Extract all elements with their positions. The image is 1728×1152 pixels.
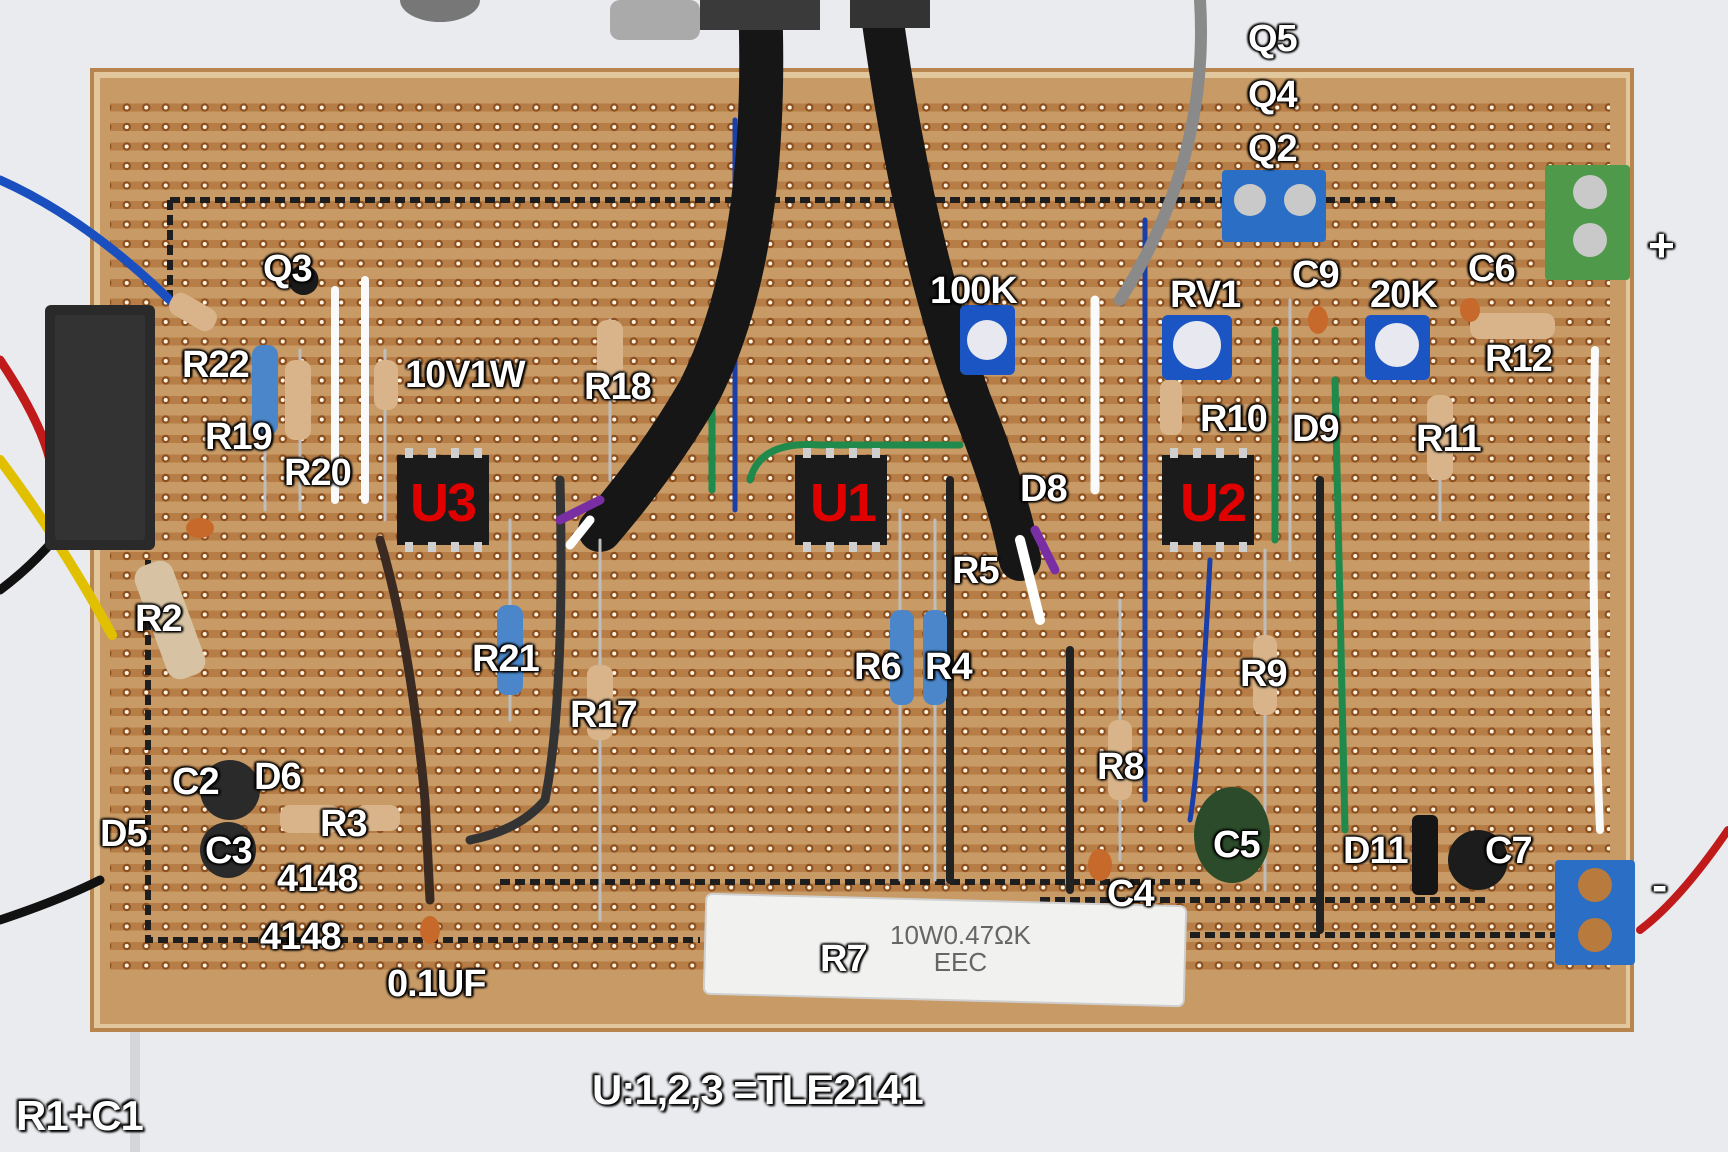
label-r7: R7 <box>820 938 868 980</box>
label-20k: 20K <box>1370 274 1438 316</box>
label-r6: R6 <box>854 646 902 688</box>
ic-chips <box>397 448 1254 552</box>
label-d11: D11 <box>1343 830 1409 872</box>
label-q3: Q3 <box>263 248 313 290</box>
label-plus: + <box>1648 219 1675 271</box>
ic-label-u1: U1 <box>810 473 877 533</box>
label-r17: R17 <box>570 694 638 736</box>
r7-marking: 10W0.47ΩK EEC <box>890 920 1031 978</box>
label-r12: R12 <box>1485 338 1553 380</box>
label-c4: C4 <box>1107 873 1155 915</box>
label-r4: R4 <box>925 646 973 688</box>
label-r11: R11 <box>1416 418 1482 460</box>
cables <box>555 0 1060 625</box>
label-4148-b: 4148 <box>260 916 342 958</box>
ic-label-u3: U3 <box>410 473 477 533</box>
label-c6: C6 <box>1468 248 1516 290</box>
label-r18: R18 <box>584 366 652 408</box>
r7-power-resistor <box>702 892 1188 1008</box>
jumper-wires <box>0 0 1728 934</box>
label-r2: R2 <box>135 598 183 640</box>
label-r3: R3 <box>320 803 368 845</box>
terminal-blocks <box>1222 165 1635 965</box>
label-d6: D6 <box>254 756 302 798</box>
label-r9: R9 <box>1240 653 1288 695</box>
label-r22: R22 <box>182 344 250 386</box>
label-100k: 100K <box>930 270 1018 312</box>
r1-c1-note: R1+C1 <box>16 1092 144 1139</box>
solder-traces <box>145 197 1560 943</box>
potentiometer-knobs <box>400 0 930 40</box>
label-r21: R21 <box>472 638 540 680</box>
label-d9: D9 <box>1292 408 1340 450</box>
label-r5: R5 <box>952 550 1000 592</box>
label-q5: Q5 <box>1248 18 1298 60</box>
r7-marking-line1: 10W0.47ΩK <box>890 920 1031 950</box>
label-q4: Q4 <box>1248 74 1298 116</box>
ic-label-u2: U2 <box>1180 473 1247 533</box>
label-c5: C5 <box>1213 824 1261 866</box>
label-minus: - <box>1652 859 1667 911</box>
label-r8: R8 <box>1097 746 1145 788</box>
trimmer-pots <box>960 305 1430 380</box>
label-r20: R20 <box>284 452 352 494</box>
label-q2: Q2 <box>1248 128 1298 170</box>
label-c2: C2 <box>172 761 220 803</box>
capacitors-transistors <box>186 265 1508 944</box>
label-c7: C7 <box>1485 830 1533 872</box>
label-c3: C3 <box>205 830 253 872</box>
label-rv1: RV1 <box>1170 274 1241 316</box>
label-r10: R10 <box>1200 398 1268 440</box>
label-10v1w: 10V1W <box>405 354 526 396</box>
ic-type-note: U:1,2,3 =TLE2141 <box>592 1066 924 1113</box>
label-4148-a: 4148 <box>277 858 359 900</box>
r7-marking-line2: EEC <box>933 947 988 978</box>
label-r19: R19 <box>205 416 273 458</box>
resistors <box>134 292 1555 922</box>
label-c9: C9 <box>1292 254 1340 296</box>
label-d5: D5 <box>100 813 148 855</box>
label-0-1uf: 0.1UF <box>387 963 486 1005</box>
label-d8: D8 <box>1020 468 1068 510</box>
bridge-rectifier <box>45 305 155 550</box>
